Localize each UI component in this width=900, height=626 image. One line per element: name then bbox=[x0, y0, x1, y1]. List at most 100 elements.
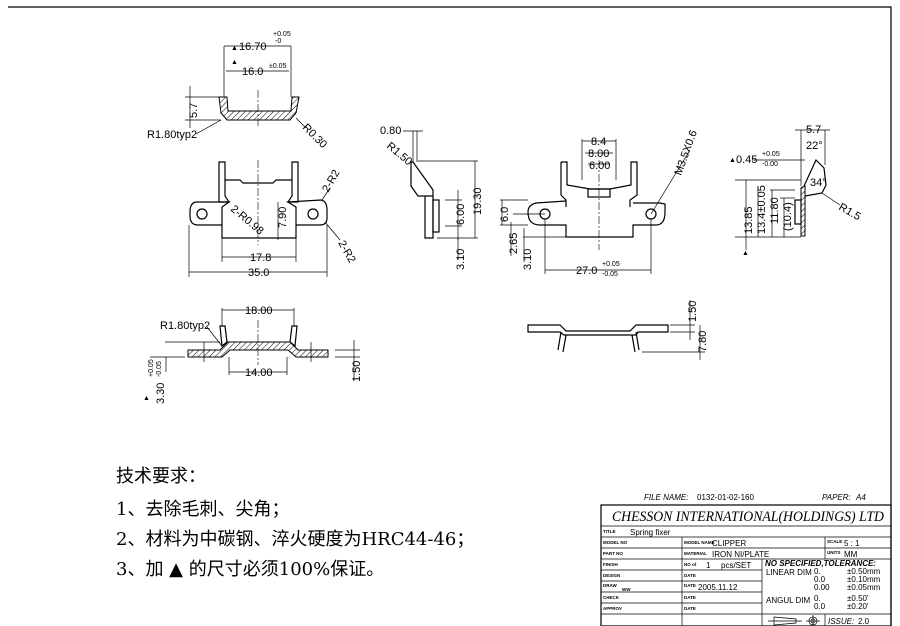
tolerance-format: 0.00 bbox=[814, 583, 830, 592]
units-value: MM bbox=[844, 550, 858, 559]
dim-label: 13.4±0.05 bbox=[756, 185, 768, 234]
file-name: 0132-01-02-160 bbox=[697, 493, 754, 502]
front-section-view: ▲ 16.70 +0.05 -0 ▲ 16.0 ±0.05 5.7 R1.80t… bbox=[147, 31, 329, 151]
title-block: FILE NAME: 0132-01-02-160 PAPER: A4 CHES… bbox=[600, 493, 892, 626]
dim-tolerance: -0.05 bbox=[156, 361, 163, 377]
tolerance-value: ±0.50' bbox=[847, 594, 869, 603]
field-label: DESIGN bbox=[603, 573, 620, 578]
dim-tolerance: -0 bbox=[275, 38, 281, 45]
dim-tolerance: +0.05 bbox=[273, 31, 291, 38]
scale-value: 5 : 1 bbox=[844, 539, 860, 548]
field-label: MODEL NAME bbox=[684, 540, 715, 545]
dim-label: 8.00 bbox=[588, 148, 609, 160]
dim-label: 3.10 bbox=[522, 249, 534, 270]
field-label: UNITS bbox=[827, 550, 841, 555]
note-item: 2、材料为中碳钢、淬火硬度为HRC44-46； bbox=[116, 529, 475, 550]
dim-label: 17.8 bbox=[250, 252, 271, 264]
linear-dim-label: LINEAR DIM bbox=[766, 568, 812, 577]
dim-label: 0.45 bbox=[736, 154, 757, 166]
dim-label: 13.85 bbox=[743, 206, 755, 234]
dim-label: 18.00 bbox=[245, 305, 273, 317]
dim-label: R1.50 bbox=[384, 140, 414, 168]
title-value: Spring fixer bbox=[630, 528, 671, 537]
side-view: 0.80 R1.50 19.30 6.00 3.10 bbox=[380, 125, 484, 270]
rear-view: 8.4 8.00 6.00 M3.5X0.6 6.0 2.65 3.10 27.… bbox=[499, 129, 700, 278]
dim-tolerance: +0.05 bbox=[148, 359, 155, 377]
dim-label: 2-R0.98 bbox=[228, 203, 266, 237]
dim-tolerance: +0.05 bbox=[602, 261, 620, 268]
dim-label: 0.80 bbox=[380, 125, 401, 137]
right-section-view: 5.7 22° 34° ▲ 0.45 +0.05 -0.00 R1.5 13.8… bbox=[729, 124, 863, 257]
notes-heading: 技术要求： bbox=[116, 466, 206, 487]
quantity-unit: pcs/SET bbox=[721, 561, 751, 570]
dim-tolerance: ±0.05 bbox=[269, 63, 287, 70]
field-label: CHECK bbox=[603, 595, 620, 600]
dim-label: M3.5X0.6 bbox=[673, 129, 700, 177]
critical-dimension-marker: ▲ bbox=[231, 45, 238, 52]
dim-tolerance: -0.05 bbox=[602, 271, 618, 278]
dim-label: 8.4 bbox=[591, 136, 606, 148]
field-label: TITLE bbox=[603, 529, 616, 534]
dim-label: R1.80typ2 bbox=[160, 320, 210, 332]
dim-label: 6.00 bbox=[455, 204, 467, 225]
critical-dimension-marker: ▲ bbox=[231, 59, 238, 66]
field-label: DATE bbox=[684, 606, 696, 611]
paper-label: PAPER: bbox=[822, 493, 851, 502]
file-name-label: FILE NAME: bbox=[644, 493, 688, 502]
dim-label: 2.65 bbox=[508, 233, 520, 254]
dim-label: 19.30 bbox=[472, 187, 484, 215]
company-name: CHESSON INTERNATIONAL(HOLDINGS) LTD bbox=[612, 509, 884, 525]
field-label: DATE bbox=[684, 595, 696, 600]
issue-label: ISSUE: bbox=[828, 617, 854, 626]
dim-label: 16.70 bbox=[239, 41, 267, 53]
issue-value: 2.0 bbox=[858, 617, 870, 626]
field-label: MODEL NO bbox=[603, 540, 628, 545]
dim-label: 34° bbox=[810, 177, 827, 189]
dim-label: 2-R2 bbox=[335, 239, 357, 266]
dim-label: 7.90 bbox=[277, 207, 289, 228]
note-item: 1、去除毛刺、尖角； bbox=[116, 499, 290, 520]
dim-tolerance: +0.05 bbox=[762, 151, 780, 158]
tolerance-format: 0. bbox=[814, 594, 821, 603]
dim-label: 27.0 bbox=[576, 265, 597, 277]
angular-dim-label: ANGUL DIM bbox=[766, 596, 810, 605]
field-label: DATE bbox=[684, 583, 696, 588]
dim-label: 14.00 bbox=[245, 367, 273, 379]
field-label: SCALE bbox=[827, 539, 842, 544]
dim-label: (10.4) bbox=[782, 202, 794, 231]
field-label: DRAW bbox=[603, 583, 618, 588]
dim-label: 2-R2 bbox=[320, 168, 342, 195]
drawn-by-value: WW bbox=[622, 587, 631, 592]
tolerance-format: 0.0 bbox=[814, 602, 826, 611]
critical-dimension-marker: ▲ bbox=[742, 250, 749, 257]
tolerance-heading: NO SPECIFIED,TOLERANCE: bbox=[765, 559, 876, 568]
dim-label: 5.7 bbox=[806, 124, 821, 136]
dim-label: 1.50 bbox=[687, 301, 699, 322]
tolerance-value: ±0.50mm bbox=[847, 567, 881, 576]
dim-label: 22° bbox=[806, 140, 823, 152]
model-name-value: CLIPPER bbox=[712, 539, 746, 548]
field-label: MATERIAL bbox=[684, 551, 707, 556]
field-label: APPROV bbox=[603, 606, 622, 611]
dim-label: 5.7 bbox=[188, 103, 200, 118]
dim-label: 6.00 bbox=[589, 160, 610, 172]
dim-label: 3.10 bbox=[455, 249, 467, 270]
field-label: FINISH bbox=[603, 562, 618, 567]
tolerance-value: ±0.05mm bbox=[847, 583, 881, 592]
dim-label: 1.50 bbox=[351, 361, 363, 382]
dim-label: 7.80 bbox=[697, 331, 709, 352]
plan-view: 17.8 35.0 7.90 2-R0.98 2-R2 2-R2 bbox=[188, 160, 358, 279]
tolerance-value: ±0.10mm bbox=[847, 575, 881, 584]
paper-size: A4 bbox=[855, 493, 866, 502]
quantity-value: 1 bbox=[706, 561, 711, 570]
dim-label: 16.0 bbox=[242, 66, 263, 78]
field-label: DATE bbox=[684, 573, 696, 578]
tolerance-format: 0. bbox=[814, 567, 821, 576]
dim-label: 3.30 bbox=[155, 383, 167, 404]
material-value: IRON NI/PLATE bbox=[712, 550, 769, 559]
bottom-right-view: 1.50 7.80 bbox=[527, 300, 709, 360]
draw-date-value: 2005.11.12 bbox=[698, 583, 738, 592]
dim-label: R1.80typ2 bbox=[147, 129, 197, 141]
